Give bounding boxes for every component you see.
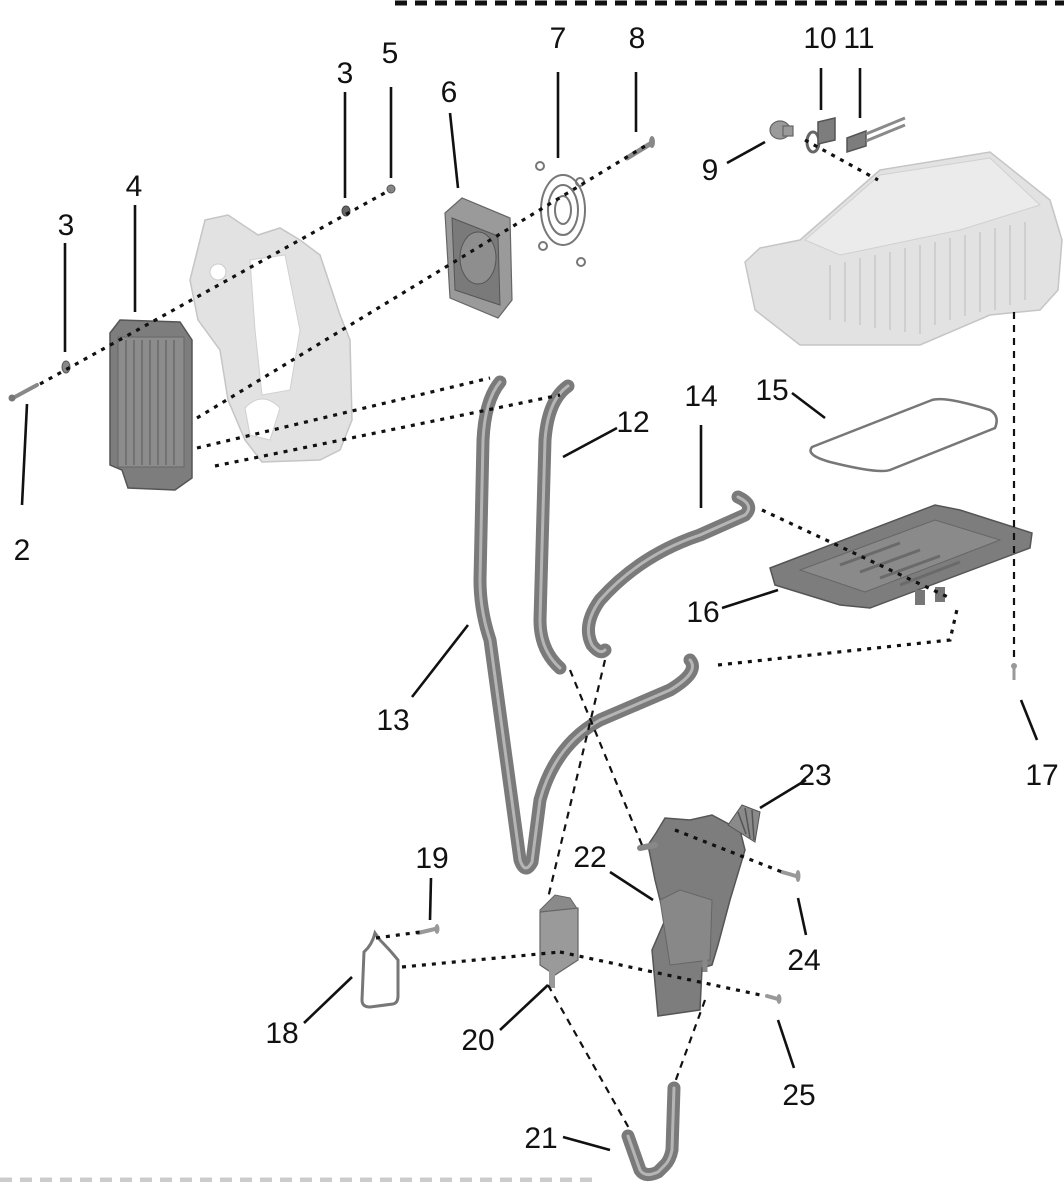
fan-guard-7 [535, 161, 586, 267]
hose-14 [581, 490, 756, 659]
callout-20: 20 [461, 1024, 494, 1057]
bracket-10 [805, 117, 836, 154]
callout-4: 4 [126, 170, 143, 203]
sensor-11 [846, 116, 906, 154]
callout-16: 16 [686, 596, 719, 629]
callout-3b: 3 [337, 57, 354, 90]
callout-2: 2 [14, 534, 31, 567]
screw-19 [416, 924, 440, 935]
callout-14: 14 [684, 380, 717, 413]
expansion-tank-22 [637, 814, 746, 1017]
tank-cap-23 [727, 804, 761, 843]
callout-5: 5 [382, 37, 399, 70]
callout-12: 12 [616, 406, 649, 439]
callout-17: 17 [1025, 759, 1058, 792]
leader-lines [20, 68, 1039, 1152]
hose-clamp-18 [360, 929, 400, 1009]
assembly-lines [39, 138, 1016, 1131]
callout-3a: 3 [58, 209, 75, 242]
callout-labels: 2 3 3 4 5 6 7 8 9 10 11 12 13 14 15 16 1… [14, 22, 1059, 1155]
pump-20 [539, 894, 579, 988]
controller-housing [744, 151, 1063, 346]
plug-9 [769, 120, 794, 140]
hose-21 [621, 1081, 681, 1182]
callout-25: 25 [782, 1079, 815, 1112]
hose-13 [473, 375, 699, 875]
cooling-plate-16 [769, 504, 1033, 609]
callout-18: 18 [265, 1017, 298, 1050]
screw-24 [780, 870, 801, 882]
screw-25 [765, 994, 782, 1004]
callout-11: 11 [843, 22, 874, 55]
screw-8 [624, 136, 655, 161]
hose-12 [533, 379, 575, 675]
radiator-4 [109, 319, 193, 491]
callout-7: 7 [550, 22, 567, 55]
callout-6: 6 [441, 76, 458, 109]
callout-13: 13 [376, 704, 409, 737]
callout-8: 8 [629, 22, 646, 55]
screw-2 [8, 383, 39, 402]
callout-19: 19 [415, 842, 448, 875]
callout-10: 10 [803, 22, 836, 55]
callout-23: 23 [798, 759, 831, 792]
mounting-frame [189, 214, 353, 463]
callout-21: 21 [524, 1122, 557, 1155]
screw-17 [1011, 663, 1017, 680]
callout-22: 22 [573, 841, 606, 874]
fan-6 [444, 197, 513, 319]
callout-15: 15 [755, 374, 788, 407]
callout-9: 9 [702, 154, 719, 187]
nut-5 [386, 184, 396, 194]
seal-ring-15 [809, 397, 998, 473]
callout-24: 24 [787, 944, 820, 977]
